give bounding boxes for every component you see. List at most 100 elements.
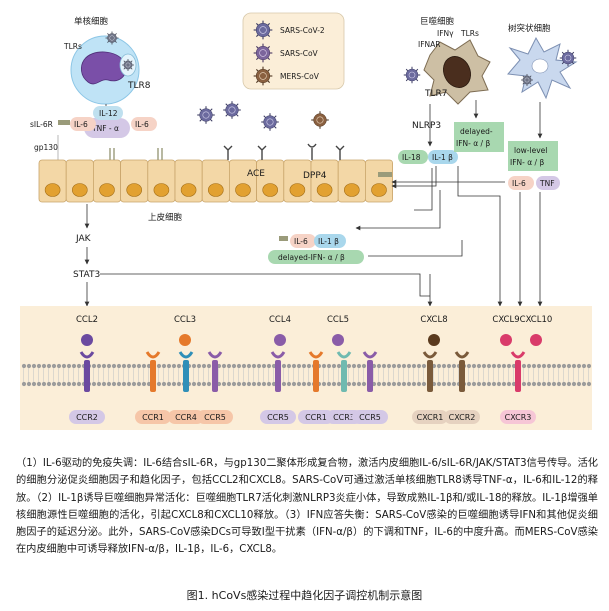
tlrs-label-monocyte: TLRs — [63, 42, 82, 51]
epithelial-nucleus — [44, 183, 61, 197]
chemokine-label: CCL5 — [327, 315, 349, 325]
figure-title: 图1. hCoVs感染过程中趋化因子调控机制示意图 — [186, 589, 423, 602]
lipid-head — [491, 381, 497, 387]
lipid-head — [296, 363, 302, 369]
receptor-stalk — [84, 360, 90, 392]
chemokine-label: CCL2 — [76, 315, 98, 325]
lipid-head — [76, 381, 82, 387]
epithelial-nucleus — [316, 183, 333, 197]
receptor-cup — [336, 351, 352, 359]
lipid-head — [21, 363, 27, 369]
lipid-head — [501, 363, 507, 369]
lipid-head — [441, 363, 447, 369]
epithelial-nucleus — [99, 183, 115, 197]
lipid-head — [291, 381, 297, 387]
receptor-stalk — [515, 360, 521, 392]
receptor-label: CXCR2 — [449, 413, 476, 422]
virus-above-epithelium-4-icon — [311, 111, 329, 129]
lipid-head — [286, 381, 292, 387]
lipid-head — [161, 381, 167, 387]
dpp4-label: DPP4 — [303, 171, 327, 181]
receptor-cup — [422, 351, 438, 359]
lipid-head — [571, 363, 577, 369]
lipid-head — [381, 381, 387, 387]
il1b-label-macrophage: IL-1 β — [432, 153, 453, 162]
delayed-ifn-box — [454, 122, 504, 152]
lipid-head — [206, 363, 212, 369]
lipid-head — [191, 363, 197, 369]
lipid-head — [136, 363, 142, 369]
lipid-head — [241, 363, 247, 369]
monocyte-label: 单核细胞 — [74, 16, 109, 27]
receptor-label: CXCR3 — [505, 413, 532, 422]
chemokine-label: CCL3 — [174, 315, 196, 325]
lipid-head — [416, 381, 422, 387]
lipid-head — [231, 381, 237, 387]
virus-legend: SARS-CoV-2 SARS-CoV MERS-CoV — [242, 12, 345, 90]
receptor-stalk — [367, 360, 373, 392]
lipid-head — [71, 381, 77, 387]
lipid-head — [101, 363, 107, 369]
lipid-head — [251, 381, 257, 387]
lipid-head — [401, 381, 407, 387]
receptor-stalk — [427, 360, 433, 392]
lipid-head — [416, 363, 422, 369]
lipid-head — [406, 381, 412, 387]
cell-membrane-panel — [20, 306, 592, 430]
virus-above-epithelium-2-icon — [222, 100, 242, 120]
lipid-head — [386, 381, 392, 387]
lipid-head — [361, 381, 367, 387]
lipid-head — [26, 363, 32, 369]
lipid-head — [61, 363, 67, 369]
lipid-head — [106, 381, 112, 387]
lipid-head — [406, 363, 412, 369]
lipid-head — [321, 381, 327, 387]
lipid-head — [391, 381, 397, 387]
lipid-head — [131, 363, 137, 369]
figure-caption: （1）IL-6驱动的免疫失调：IL-6结合sIL-6R，与gp130二聚体形成复… — [16, 458, 598, 556]
lipid-head — [56, 381, 62, 387]
lipid-head — [346, 363, 352, 369]
legend-label-sars-cov: SARS-CoV — [280, 49, 319, 58]
receptor-stalk — [183, 360, 189, 392]
dendritic-label: 树突状细胞 — [508, 23, 551, 34]
receptor-label-bg — [298, 410, 334, 424]
ifnar-label: IFNAR — [418, 40, 440, 49]
lipid-head — [191, 381, 197, 387]
lipid-head — [586, 363, 592, 369]
lipid-head — [131, 381, 137, 387]
lipid-head — [306, 381, 312, 387]
receptor-label: CCR5 — [359, 413, 381, 422]
lipid-head — [496, 381, 502, 387]
macrophage-cell — [423, 39, 491, 105]
lipid-head — [286, 363, 292, 369]
lipid-head — [226, 363, 232, 369]
lipid-head — [421, 363, 427, 369]
lipid-head — [301, 363, 307, 369]
dendritic-cytokines: IL-6 TNF — [508, 176, 560, 190]
receptor-stalk — [341, 360, 347, 392]
lipid-head — [121, 363, 127, 369]
lipid-head — [296, 381, 302, 387]
receptor-cup — [308, 351, 324, 359]
lipid-head — [96, 363, 102, 369]
epithelial-layer — [38, 159, 393, 203]
stat3-label: STAT3 — [73, 270, 100, 280]
receptor-stalk — [313, 360, 319, 392]
epithelial-nucleus — [180, 183, 197, 197]
lipid-head — [96, 381, 102, 387]
lipid-head — [576, 381, 582, 387]
receptor-label: CCR3 — [333, 413, 355, 422]
lipid-head — [91, 363, 97, 369]
receptor-label: CXCR1 — [417, 413, 444, 422]
lipid-head — [26, 381, 32, 387]
lipid-head — [236, 381, 242, 387]
lipid-head — [481, 363, 487, 369]
delayed-ifn-full-label: delayed-IFN- α / β — [278, 253, 345, 262]
lipid-head — [586, 381, 592, 387]
tnf-alpha-label: TNF - α — [91, 124, 119, 133]
macrophage-cytokines: IL-18 IL-1 β — [398, 150, 458, 164]
lipid-head — [51, 381, 57, 387]
